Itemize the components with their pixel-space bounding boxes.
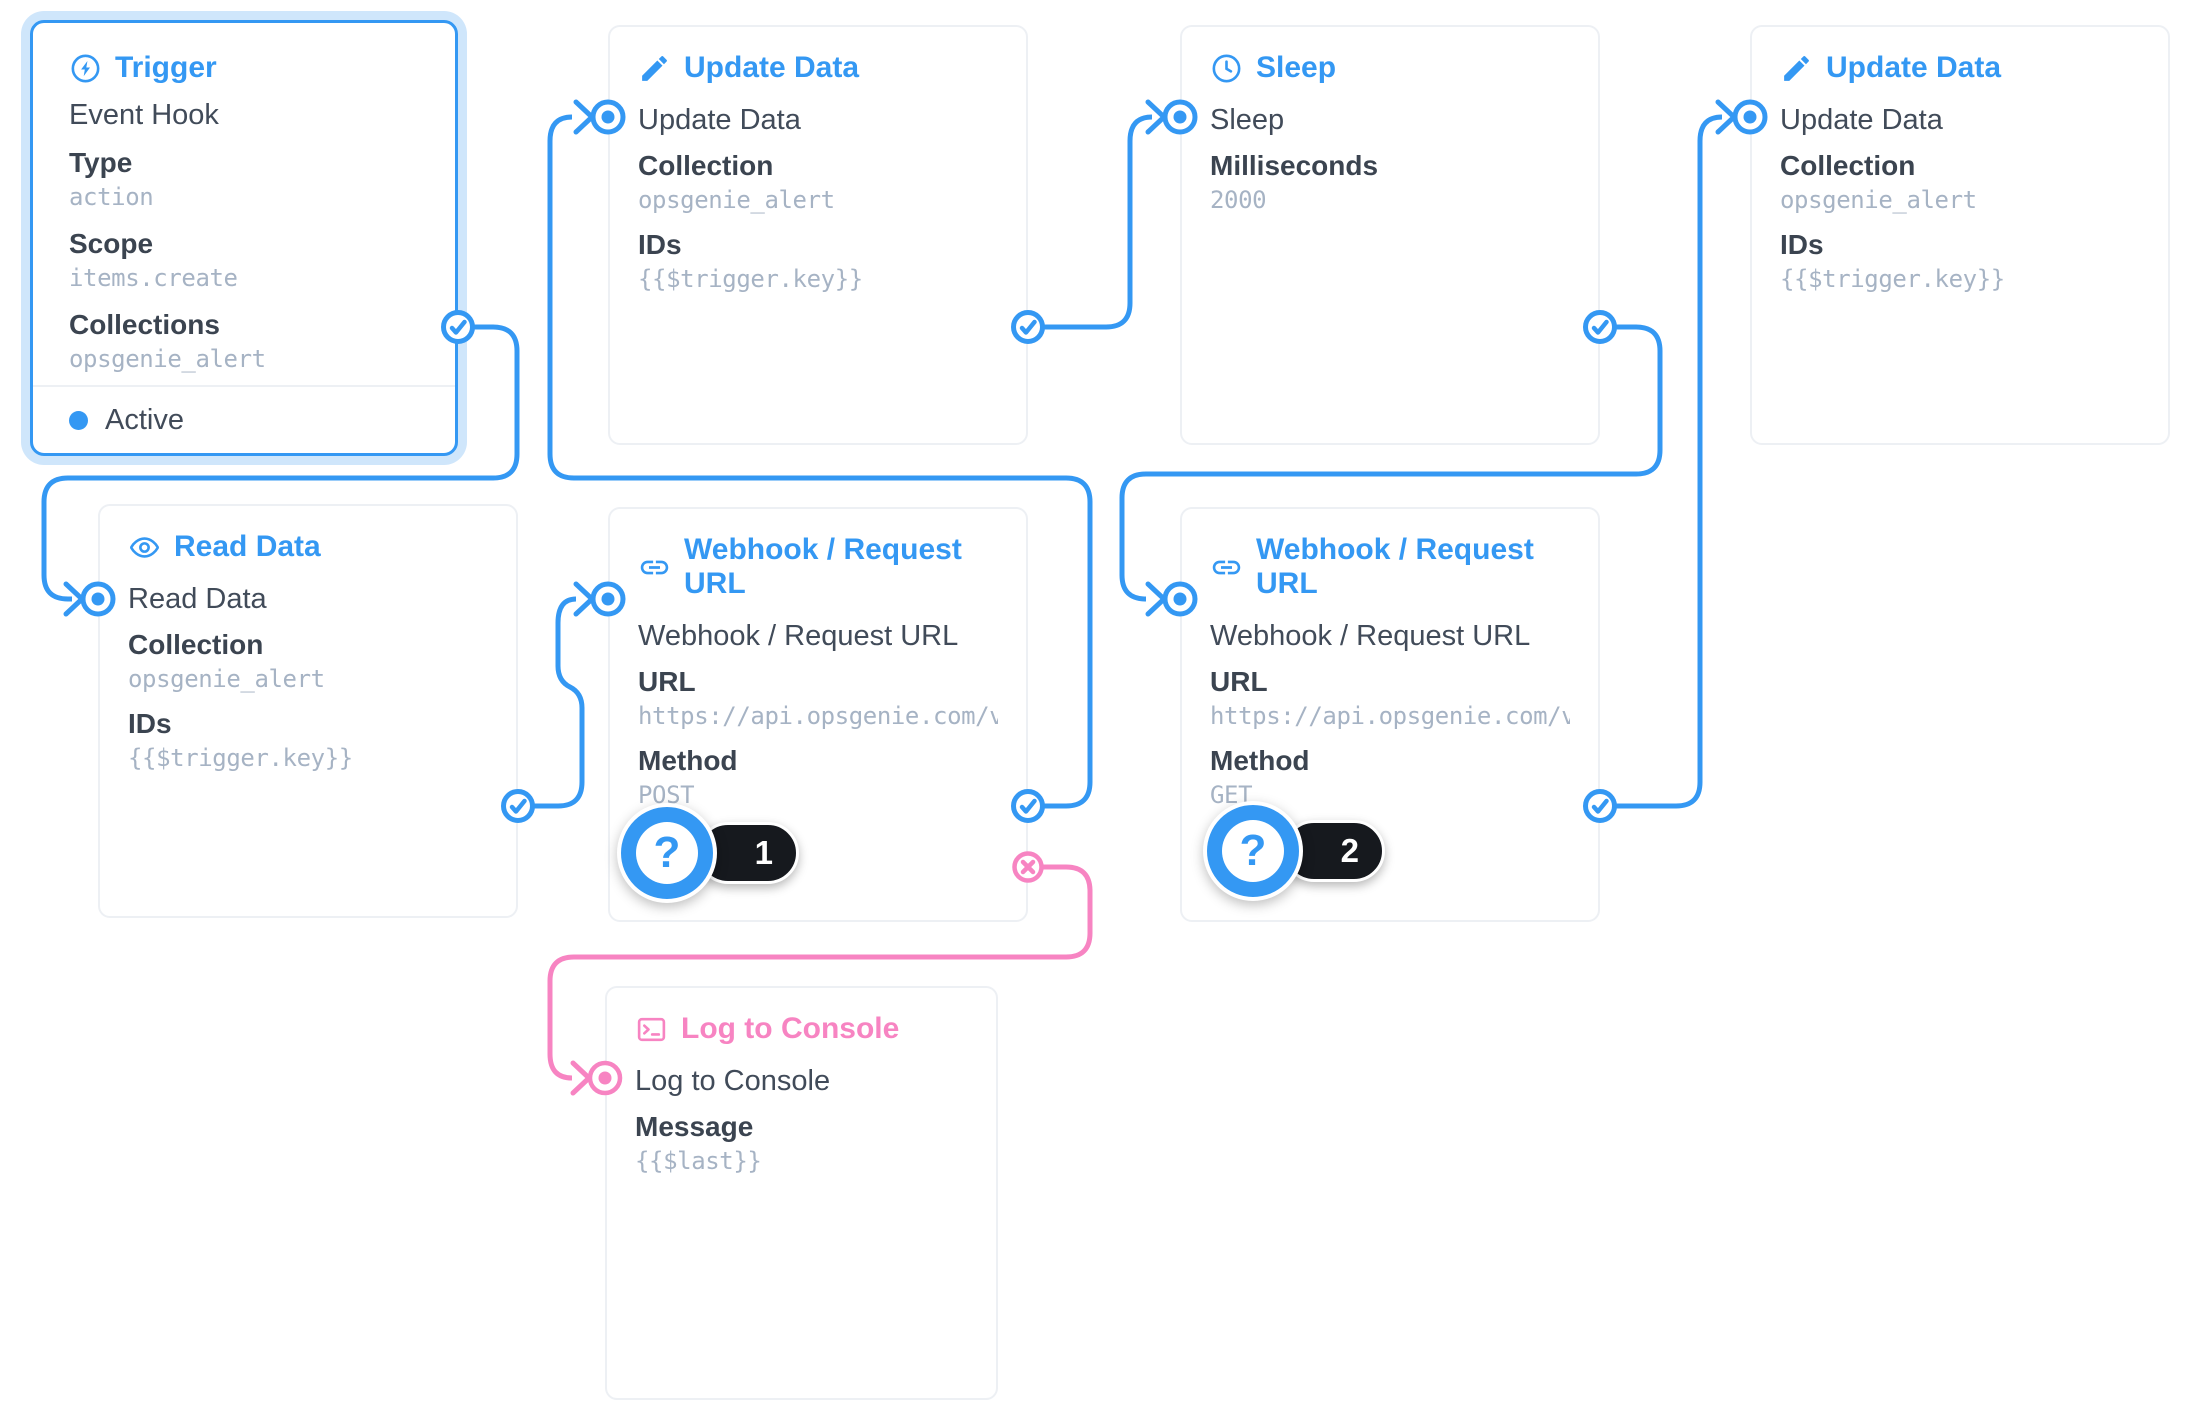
field-ids: IDs {{$trigger.key}} xyxy=(1780,229,2005,294)
webhook-post-input-node[interactable] xyxy=(590,581,626,617)
pencil-icon xyxy=(1780,52,1813,85)
edge-read-data-to-webhook-post xyxy=(518,581,595,809)
webhook-post-reject-node[interactable] xyxy=(1012,851,1044,883)
field-ids: IDs {{$trigger.key}} xyxy=(638,229,863,294)
clock-icon xyxy=(1210,52,1243,85)
operation-name: Webhook / Request URL xyxy=(638,620,959,652)
card-title: Sleep xyxy=(1210,51,1570,85)
card-title: Log to Console xyxy=(635,1012,968,1046)
card-title: Update Data xyxy=(1780,51,2140,85)
card-title-text: Sleep xyxy=(1256,51,1337,84)
operation-name: Update Data xyxy=(638,104,801,136)
webhook-get-resolve-node[interactable] xyxy=(1583,789,1617,823)
trigger-type: Event Hook xyxy=(69,99,219,131)
read-data-resolve-node[interactable] xyxy=(501,789,535,823)
eye-icon xyxy=(128,531,161,564)
check-icon xyxy=(1591,319,1609,335)
webhook-get-input-node[interactable] xyxy=(1162,581,1198,617)
arrowhead-icon xyxy=(1145,581,1167,617)
link-icon xyxy=(1210,551,1243,584)
check-icon xyxy=(509,798,527,814)
field-collection: Collection opsgenie_alert xyxy=(638,150,835,215)
field-method: Method POST xyxy=(638,745,738,810)
card-title-text: Read Data xyxy=(174,530,321,563)
field-collection: Collection opsgenie_alert xyxy=(1780,150,1977,215)
webhook-post-resolve-node[interactable] xyxy=(1011,789,1045,823)
arrowhead-icon xyxy=(63,581,85,617)
card-title-text: Log to Console xyxy=(681,1012,900,1045)
card-title: Update Data xyxy=(638,51,998,85)
trigger-field-type: Type action xyxy=(69,147,154,212)
webhook-post-result-badge[interactable]: 1 ? xyxy=(617,803,827,903)
link-icon xyxy=(638,551,671,584)
check-icon xyxy=(1019,319,1037,335)
field-collection: Collection opsgenie_alert xyxy=(128,629,325,694)
active-status-dot xyxy=(69,410,88,430)
card-title-text: Update Data xyxy=(684,51,860,84)
pencil-icon xyxy=(638,52,671,85)
update-data-2-input-node[interactable] xyxy=(1732,99,1768,135)
question-mark-icon: ? xyxy=(617,803,717,903)
card-title: Read Data xyxy=(128,530,488,564)
update-data-1-resolve-node[interactable] xyxy=(1011,310,1045,344)
operation-card-sleep[interactable]: Sleep Sleep Milliseconds 2000 xyxy=(1180,25,1600,445)
trigger-card[interactable]: Trigger Event Hook Type action Scope ite… xyxy=(30,20,458,456)
trigger-field-collections: Collections opsgenie_alert xyxy=(69,309,266,374)
update-data-1-input-node[interactable] xyxy=(590,99,626,135)
card-title-text: Update Data xyxy=(1826,51,2002,84)
check-icon xyxy=(1019,798,1037,814)
field-url: URL https://api.opsgenie.com/v… xyxy=(638,666,998,731)
card-title-text: Webhook / Request URL xyxy=(1256,533,1534,600)
field-message: Message {{$last}} xyxy=(635,1111,762,1176)
card-title: Webhook / Request URL xyxy=(638,533,998,601)
operation-card-log-to-console[interactable]: Log to Console Log to Console Message {{… xyxy=(605,986,998,1400)
operation-card-read-data[interactable]: Read Data Read Data Collection opsgenie_… xyxy=(98,504,518,918)
operation-name: Sleep xyxy=(1210,104,1285,136)
field-url: URL https://api.opsgenie.com/v… xyxy=(1210,666,1570,731)
card-title-text: Webhook / Request URL xyxy=(684,533,962,600)
arrowhead-icon xyxy=(1145,99,1167,135)
trigger-card-title: Trigger xyxy=(69,51,419,85)
bolt-circle-icon xyxy=(69,52,102,85)
edge-update-data-1-to-sleep xyxy=(1028,99,1167,330)
trigger-title-text: Trigger xyxy=(115,51,217,84)
x-icon xyxy=(1020,859,1036,875)
read-data-input-node[interactable] xyxy=(80,581,116,617)
edge-webhook-get-to-update-data-2 xyxy=(1600,99,1737,809)
operation-card-update-data-1[interactable]: Update Data Update Data Collection opsge… xyxy=(608,25,1028,445)
check-icon xyxy=(1591,798,1609,814)
operation-name: Read Data xyxy=(128,583,267,615)
operation-name: Update Data xyxy=(1780,104,1943,136)
card-title: Webhook / Request URL xyxy=(1210,533,1570,601)
arrowhead-icon xyxy=(570,1060,592,1096)
field-ids: IDs {{$trigger.key}} xyxy=(128,708,353,773)
status-badge: Active xyxy=(105,403,184,436)
trigger-resolve-node[interactable] xyxy=(441,310,475,344)
arrowhead-icon xyxy=(573,581,595,617)
field-method: Method GET xyxy=(1210,745,1310,810)
operation-card-update-data-2[interactable]: Update Data Update Data Collection opsge… xyxy=(1750,25,2170,445)
trigger-field-scope: Scope items.create xyxy=(69,228,238,293)
operation-name: Log to Console xyxy=(635,1065,831,1097)
sleep-input-node[interactable] xyxy=(1162,99,1198,135)
field-milliseconds: Milliseconds 2000 xyxy=(1210,150,1379,215)
arrowhead-icon xyxy=(573,99,595,135)
webhook-get-result-badge[interactable]: 2 ? xyxy=(1203,801,1413,901)
operation-name: Webhook / Request URL xyxy=(1210,620,1531,652)
badge-count: 1 xyxy=(754,834,773,871)
sleep-resolve-node[interactable] xyxy=(1583,310,1617,344)
check-icon xyxy=(449,319,467,335)
badge-count: 2 xyxy=(1340,832,1359,869)
trigger-status-footer: Active xyxy=(33,385,455,453)
terminal-icon xyxy=(635,1013,668,1046)
log-to-console-input-node[interactable] xyxy=(587,1060,623,1096)
arrowhead-icon xyxy=(1715,99,1737,135)
question-mark-icon: ? xyxy=(1203,801,1303,901)
